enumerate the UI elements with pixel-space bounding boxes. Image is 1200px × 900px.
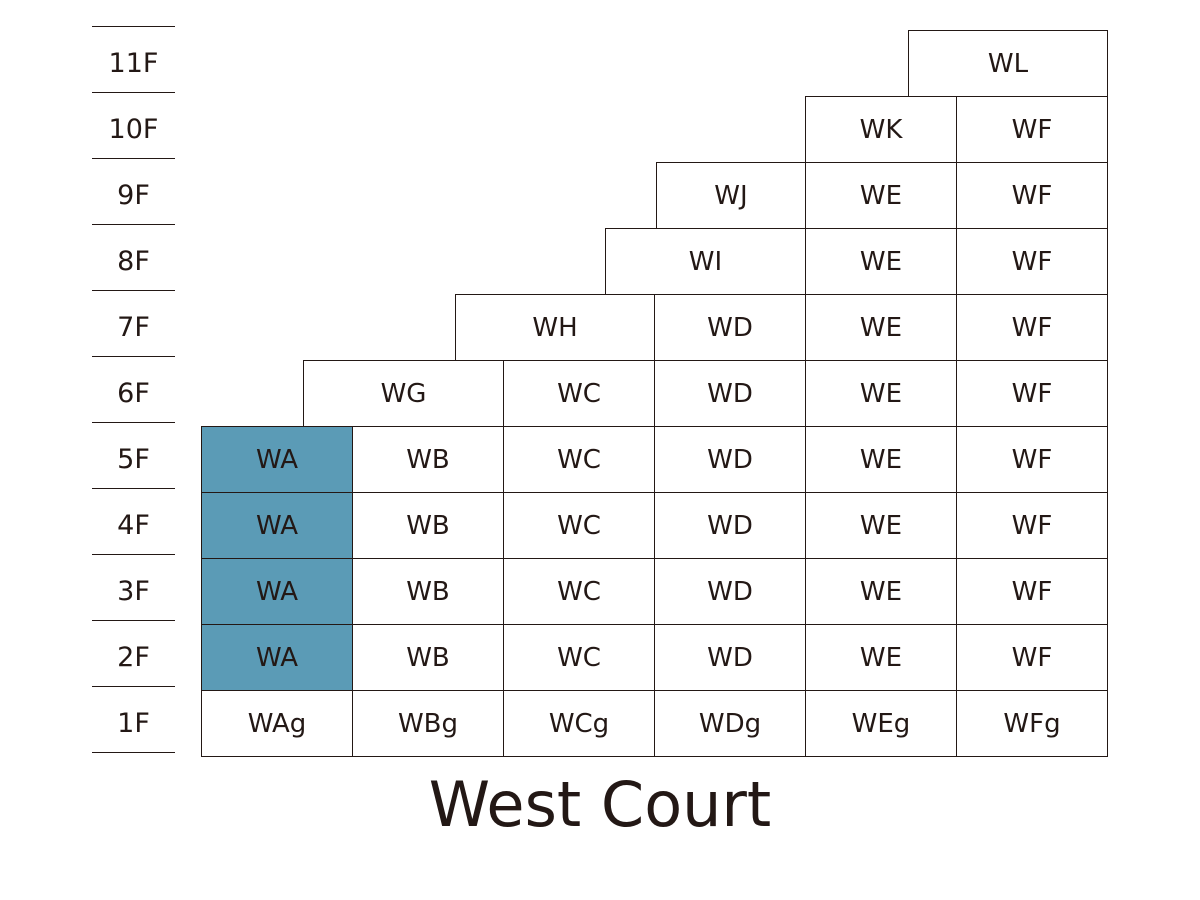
floor-divider xyxy=(92,686,175,687)
unit-cell-wb-2f: WB xyxy=(352,624,504,691)
unit-cell-wa-5f: WA xyxy=(201,426,353,493)
floor-divider xyxy=(92,752,175,753)
floor-label-1f: 1F xyxy=(117,707,150,739)
floor-divider xyxy=(92,356,175,357)
unit-cell-wc-5f: WC xyxy=(503,426,655,493)
unit-cell-wc-2f: WC xyxy=(503,624,655,691)
unit-cell-wf-5f: WF xyxy=(956,426,1108,493)
unit-cell-wa-2f: WA xyxy=(201,624,353,691)
floor-label-3f: 3F xyxy=(117,575,150,607)
floor-label-10f: 10F xyxy=(108,113,159,145)
unit-cell-we-4f: WE xyxy=(805,492,957,559)
unit-cell-we-9f: WE xyxy=(805,162,957,229)
unit-cell-wf-3f: WF xyxy=(956,558,1108,625)
unit-cell-weg-1f: WEg xyxy=(805,690,957,757)
floor-label-9f: 9F xyxy=(117,179,150,211)
unit-cell-wh-7f: WH xyxy=(455,294,655,361)
floor-label-6f: 6F xyxy=(117,377,150,409)
unit-cell-wd-4f: WD xyxy=(654,492,806,559)
unit-cell-we-7f: WE xyxy=(805,294,957,361)
unit-cell-wb-5f: WB xyxy=(352,426,504,493)
unit-cell-wf-10f: WF xyxy=(956,96,1108,163)
unit-cell-wf-2f: WF xyxy=(956,624,1108,691)
unit-cell-wf-7f: WF xyxy=(956,294,1108,361)
unit-cell-wc-4f: WC xyxy=(503,492,655,559)
unit-cell-wj-9f: WJ xyxy=(656,162,806,229)
unit-cell-wd-5f: WD xyxy=(654,426,806,493)
unit-cell-we-3f: WE xyxy=(805,558,957,625)
unit-cell-wg-6f: WG xyxy=(303,360,504,427)
floor-divider xyxy=(92,158,175,159)
floor-label-5f: 5F xyxy=(117,443,150,475)
unit-cell-we-5f: WE xyxy=(805,426,957,493)
unit-cell-wdg-1f: WDg xyxy=(654,690,806,757)
floor-divider xyxy=(92,92,175,93)
unit-cell-wcg-1f: WCg xyxy=(503,690,655,757)
floor-divider xyxy=(92,554,175,555)
unit-cell-wd-7f: WD xyxy=(654,294,806,361)
unit-cell-wf-8f: WF xyxy=(956,228,1108,295)
unit-cell-wb-3f: WB xyxy=(352,558,504,625)
floor-divider xyxy=(92,26,175,27)
unit-cell-wag-1f: WAg xyxy=(201,690,353,757)
unit-cell-wd-2f: WD xyxy=(654,624,806,691)
unit-cell-wc-3f: WC xyxy=(503,558,655,625)
floor-label-8f: 8F xyxy=(117,245,150,277)
floor-divider xyxy=(92,290,175,291)
floor-divider xyxy=(92,422,175,423)
floor-label-11f: 11F xyxy=(108,47,159,79)
floor-divider xyxy=(92,224,175,225)
floor-divider xyxy=(92,620,175,621)
unit-cell-wi-8f: WI xyxy=(605,228,806,295)
unit-cell-wbg-1f: WBg xyxy=(352,690,504,757)
floor-divider xyxy=(92,488,175,489)
floor-label-2f: 2F xyxy=(117,641,150,673)
unit-cell-wa-4f: WA xyxy=(201,492,353,559)
unit-cell-wfg-1f: WFg xyxy=(956,690,1108,757)
unit-cell-we-2f: WE xyxy=(805,624,957,691)
unit-cell-wf-9f: WF xyxy=(956,162,1108,229)
unit-cell-wf-6f: WF xyxy=(956,360,1108,427)
unit-cell-wd-3f: WD xyxy=(654,558,806,625)
unit-cell-wk-10f: WK xyxy=(805,96,957,163)
unit-cell-wb-4f: WB xyxy=(352,492,504,559)
diagram-title: West Court xyxy=(428,768,772,841)
unit-cell-wd-6f: WD xyxy=(654,360,806,427)
floor-label-4f: 4F xyxy=(117,509,150,541)
unit-cell-wc-6f: WC xyxy=(503,360,655,427)
unit-cell-wl-11f: WL xyxy=(908,30,1108,97)
unit-cell-we-8f: WE xyxy=(805,228,957,295)
unit-cell-we-6f: WE xyxy=(805,360,957,427)
unit-cell-wa-3f: WA xyxy=(201,558,353,625)
unit-cell-wf-4f: WF xyxy=(956,492,1108,559)
floor-label-7f: 7F xyxy=(117,311,150,343)
